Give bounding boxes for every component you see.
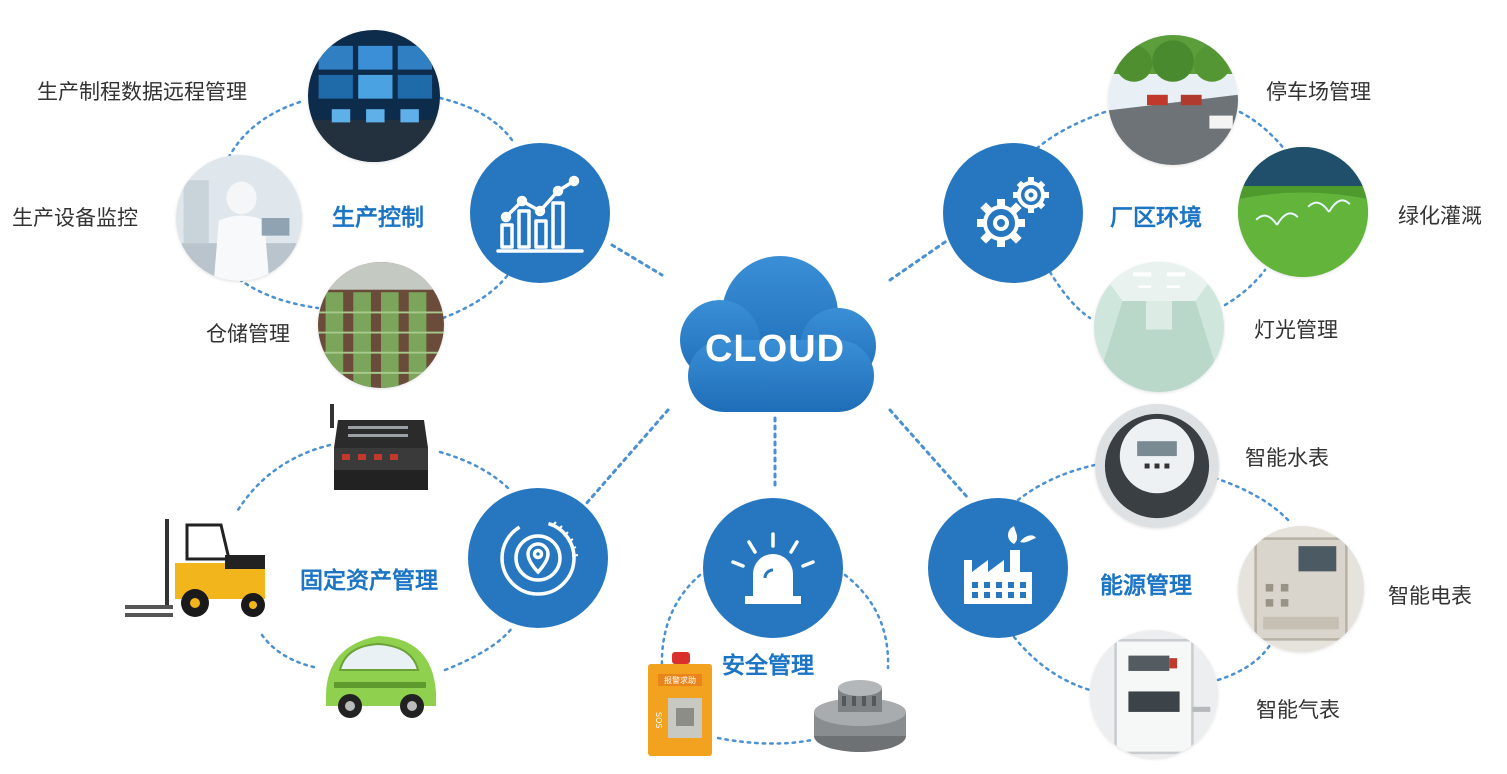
energy-label: 能源管理 <box>1100 572 1192 598</box>
alarm-siren-icon <box>731 532 815 604</box>
label-warehouse: 仓储管理 <box>206 323 290 346</box>
cloud-shape <box>658 248 892 416</box>
arc-production-top <box>438 96 514 142</box>
arc-assets-bottom-right <box>443 626 514 672</box>
control-room-photo <box>308 30 440 162</box>
sos-top-text: 报警求助 <box>664 675 696 685</box>
parking-lot-photo <box>1108 35 1238 165</box>
gears-icon <box>977 177 1049 247</box>
energy-hub[interactable] <box>928 498 1068 638</box>
arc-energy-bottom <box>1003 623 1092 692</box>
sos-side-text: SOS <box>654 712 663 728</box>
electric-meter-photo <box>1238 526 1364 652</box>
factory-icon <box>964 526 1036 604</box>
safety-label: 安全管理 <box>722 652 814 678</box>
label-gas-meter: 智能气表 <box>1256 699 1340 722</box>
sos-alarm-box-image: 报警求助 SOS <box>642 652 718 760</box>
arc-environment-top <box>1033 110 1107 152</box>
label-equipment-monitoring: 生产设备监控 <box>12 207 138 230</box>
warehouse-photo <box>318 262 444 388</box>
water-meter-photo <box>1095 404 1219 528</box>
production-control-hub[interactable] <box>470 143 610 283</box>
link-cloud-assets <box>583 408 670 507</box>
label-irrigation: 绿化灌溉 <box>1398 205 1482 228</box>
safety-hub[interactable] <box>703 498 843 638</box>
arc-safety-bottom <box>716 736 814 745</box>
environment-hub[interactable] <box>943 143 1083 283</box>
lighting-room-photo <box>1094 262 1224 392</box>
gas-meter-photo <box>1090 630 1218 758</box>
irrigation-photo <box>1238 147 1368 277</box>
arc-environment-bottom <box>1048 270 1092 320</box>
rising-bar-chart-icon <box>496 175 584 253</box>
link-cloud-energy <box>888 408 970 500</box>
forklift-image <box>125 515 280 623</box>
arc-safety-left <box>660 573 702 670</box>
arc-environment-right <box>1238 110 1287 152</box>
arc-energy-right-bottom <box>1216 643 1272 682</box>
arc-assets-top-left <box>236 443 332 512</box>
fixed-assets-label: 固定资产管理 <box>300 567 438 593</box>
label-electric-meter: 智能电表 <box>1388 585 1472 608</box>
electronic-device-image <box>328 402 434 494</box>
label-production-data: 生产制程数据远程管理 <box>37 81 247 104</box>
arc-energy-top <box>1016 463 1097 502</box>
production-control-label: 生产控制 <box>332 204 424 230</box>
arc-assets-top-right <box>438 450 512 492</box>
arc-environment-right-bottom <box>1223 268 1267 307</box>
cleanroom-worker-photo <box>176 155 302 281</box>
arc-energy-right-top <box>1213 476 1292 524</box>
electric-car-image <box>318 626 442 722</box>
label-parking: 停车场管理 <box>1266 81 1371 104</box>
link-cloud-environment <box>888 238 950 282</box>
fixed-assets-hub[interactable] <box>468 488 608 628</box>
arc-production-bottom <box>441 270 512 320</box>
link-cloud-production <box>610 243 664 277</box>
arc-assets-bottom-left <box>260 633 320 670</box>
smoke-detector-image <box>810 672 910 754</box>
cloud-label: CLOUD <box>704 328 846 370</box>
arc-safety-right <box>843 573 890 670</box>
environment-label: 厂区环境 <box>1110 204 1202 230</box>
label-water-meter: 智能水表 <box>1245 447 1329 470</box>
label-lighting: 灯光管理 <box>1254 319 1338 342</box>
location-pin-icon <box>500 520 579 596</box>
